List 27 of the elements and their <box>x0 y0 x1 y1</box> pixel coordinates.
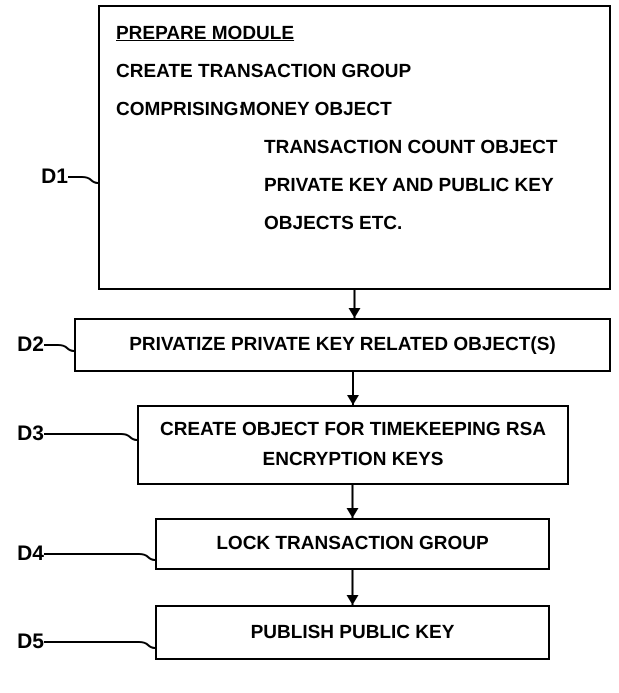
arrow <box>348 290 360 318</box>
box-text: PRIVATIZE PRIVATE KEY RELATED OBJECT(S) <box>129 334 556 355</box>
step-label: D3 <box>17 422 44 446</box>
process-box <box>98 5 611 290</box>
leader-line <box>44 344 74 352</box>
step-label: D4 <box>17 542 44 566</box>
box-text: TRANSACTION COUNT OBJECT <box>264 137 558 158</box>
arrow <box>347 372 359 405</box>
step-label: D5 <box>17 630 44 654</box>
leader-line <box>44 553 156 561</box>
box-text: PRIVATE KEY AND PUBLIC KEY OBJECTS ETC. <box>264 175 554 234</box>
box-text: LOCK TRANSACTION GROUP <box>216 533 489 554</box>
leader-line <box>44 641 156 649</box>
box-text: CREATE OBJECT FOR TIMEKEEPING RSA ENCRYPTION KEYS <box>160 419 546 470</box>
process-box <box>137 405 569 485</box>
arrow <box>346 570 358 605</box>
step-label: D2 <box>17 333 44 356</box>
arrow <box>346 485 358 518</box>
step-label: D1 <box>41 165 68 188</box>
process-box <box>155 605 550 660</box>
leader-line <box>68 176 98 184</box>
leader-line <box>44 433 138 441</box>
box-heading: PREPARE MODULE <box>116 23 294 44</box>
process-box <box>74 318 611 372</box>
process-box <box>155 518 550 570</box>
box-text: PUBLISH PUBLIC KEY <box>250 622 454 642</box>
box-text: CREATE TRANSACTION GROUP <box>116 61 412 82</box>
